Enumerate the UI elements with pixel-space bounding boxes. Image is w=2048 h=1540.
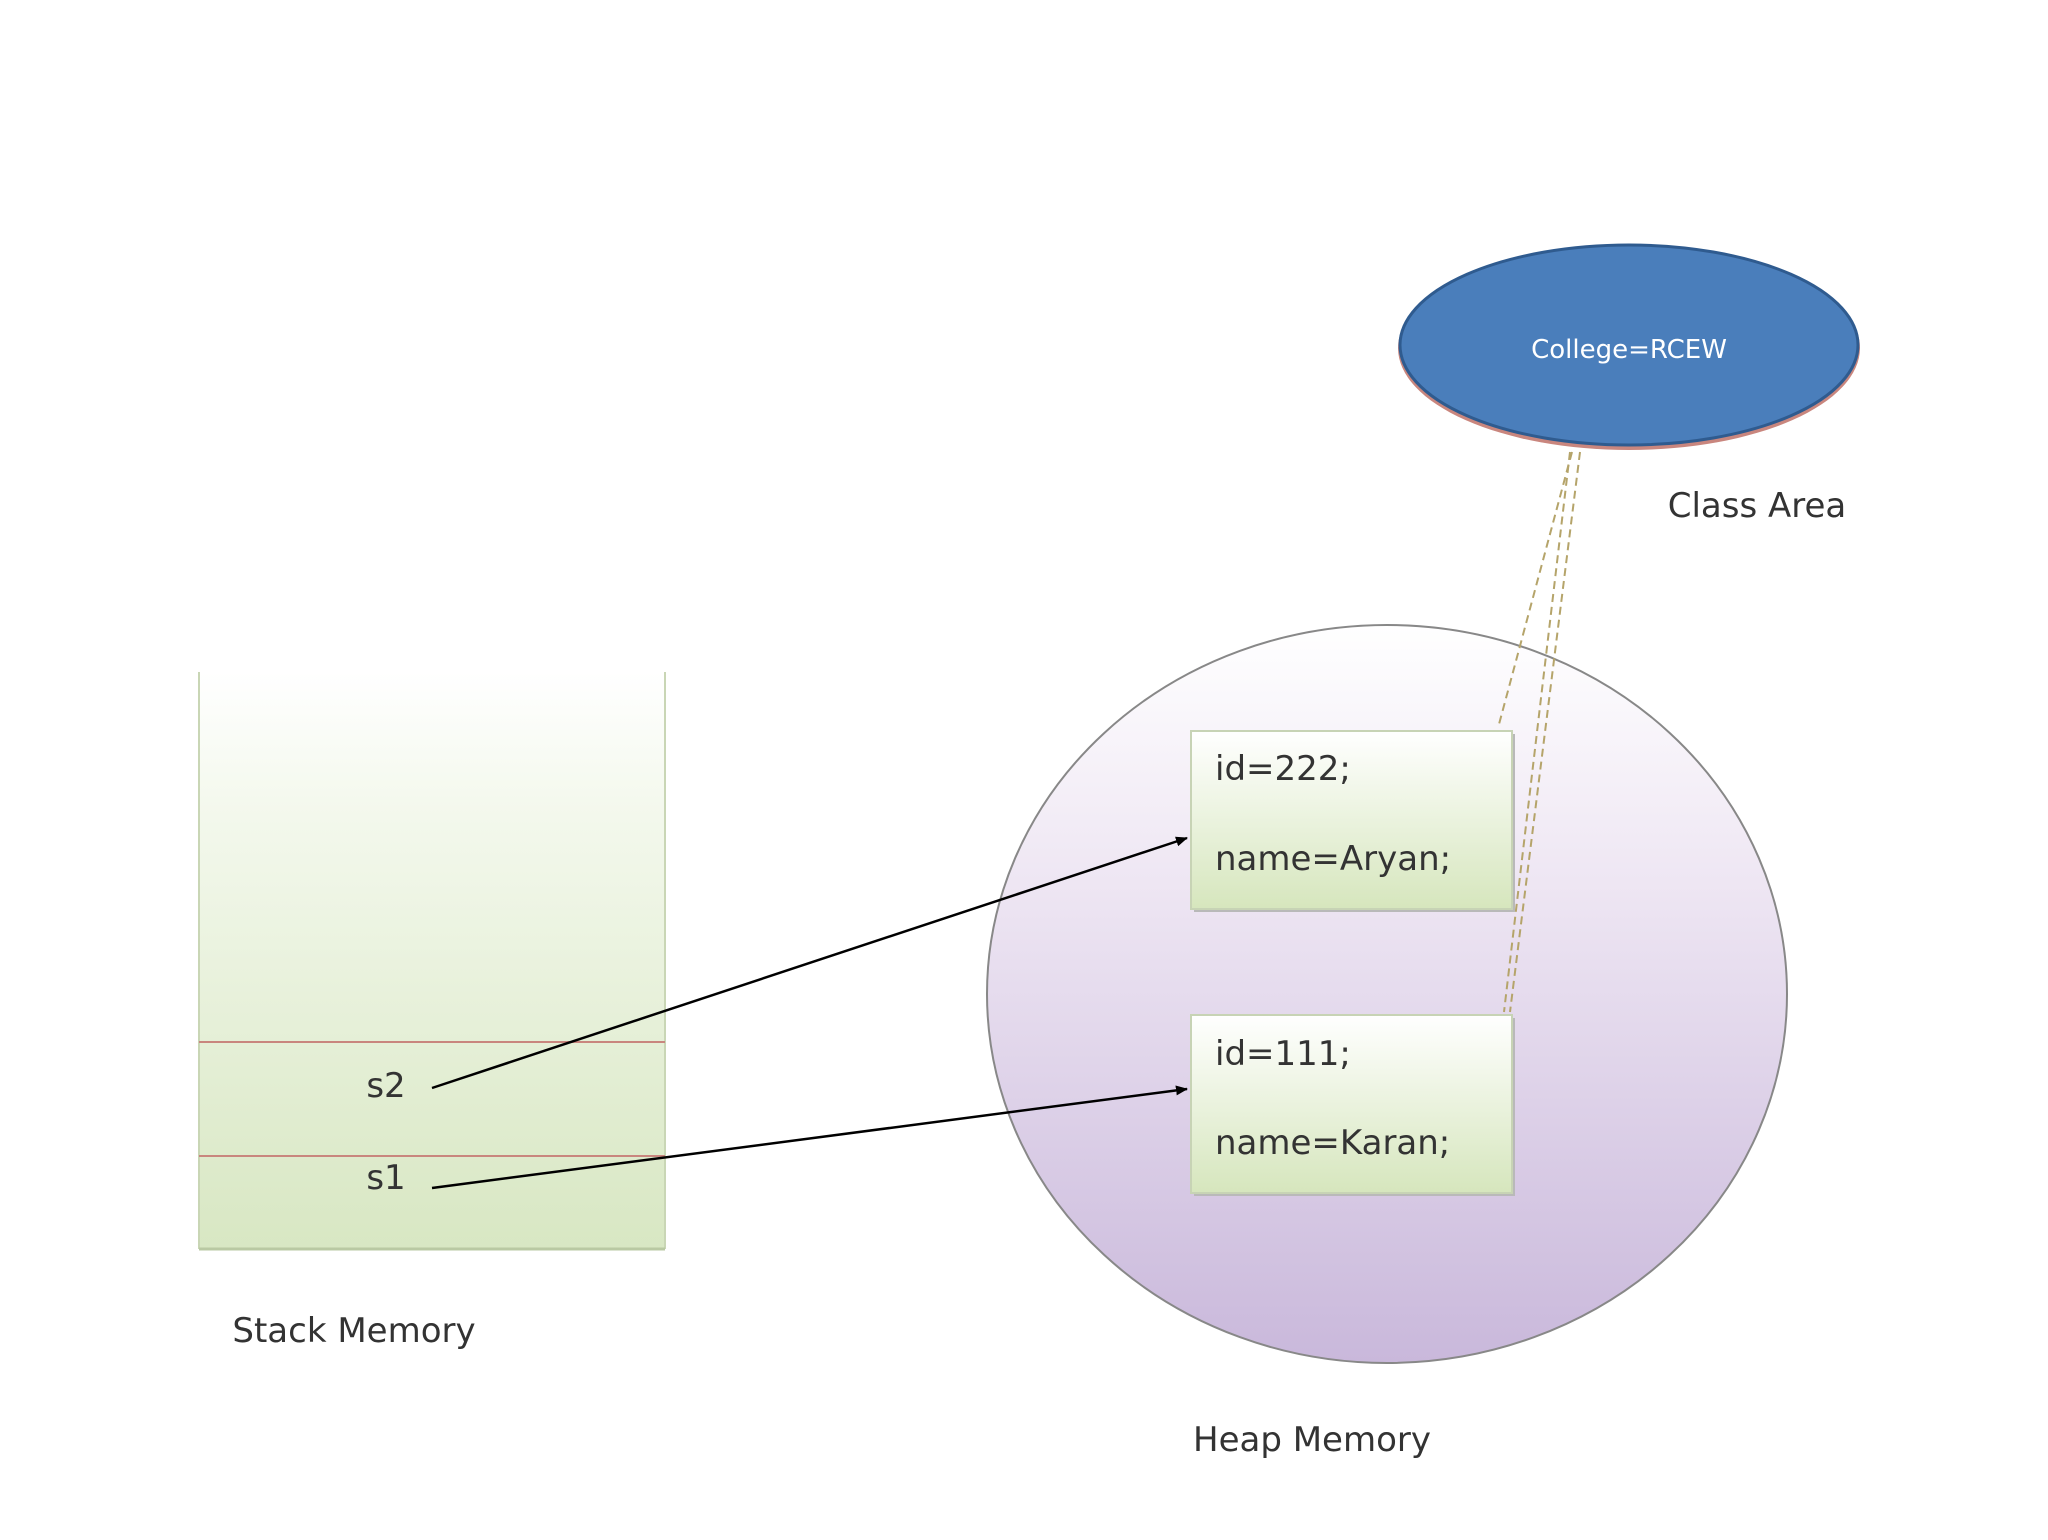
object-name-field: name=Aryan;	[1215, 839, 1451, 879]
heap-container	[986, 624, 1788, 1364]
oval-text: College=RCEW	[1531, 335, 1727, 365]
class-area-connector	[1497, 451, 1581, 1013]
object-id-field: id=222;	[1215, 749, 1351, 789]
stack-slot-s1: s1	[366, 1158, 405, 1198]
stack-container	[198, 672, 666, 1251]
reference-arrow-s2	[431, 836, 1188, 1090]
object-id-field: id=111;	[1215, 1034, 1351, 1074]
class-area-oval: College=RCEW	[1398, 243, 1860, 450]
heap-object-karan: id=111; name=Karan;	[1190, 1014, 1515, 1196]
heap-memory-label: Heap Memory	[1193, 1420, 1431, 1460]
class-area-label: Class Area	[1668, 486, 1847, 526]
reference-arrow-s1	[431, 1085, 1188, 1190]
stack-memory-label: Stack Memory	[232, 1311, 475, 1351]
heap-object-aryan: id=222; name=Aryan;	[1190, 730, 1515, 912]
stack-slot-s2: s2	[366, 1066, 405, 1106]
object-name-field: name=Karan;	[1215, 1123, 1450, 1163]
